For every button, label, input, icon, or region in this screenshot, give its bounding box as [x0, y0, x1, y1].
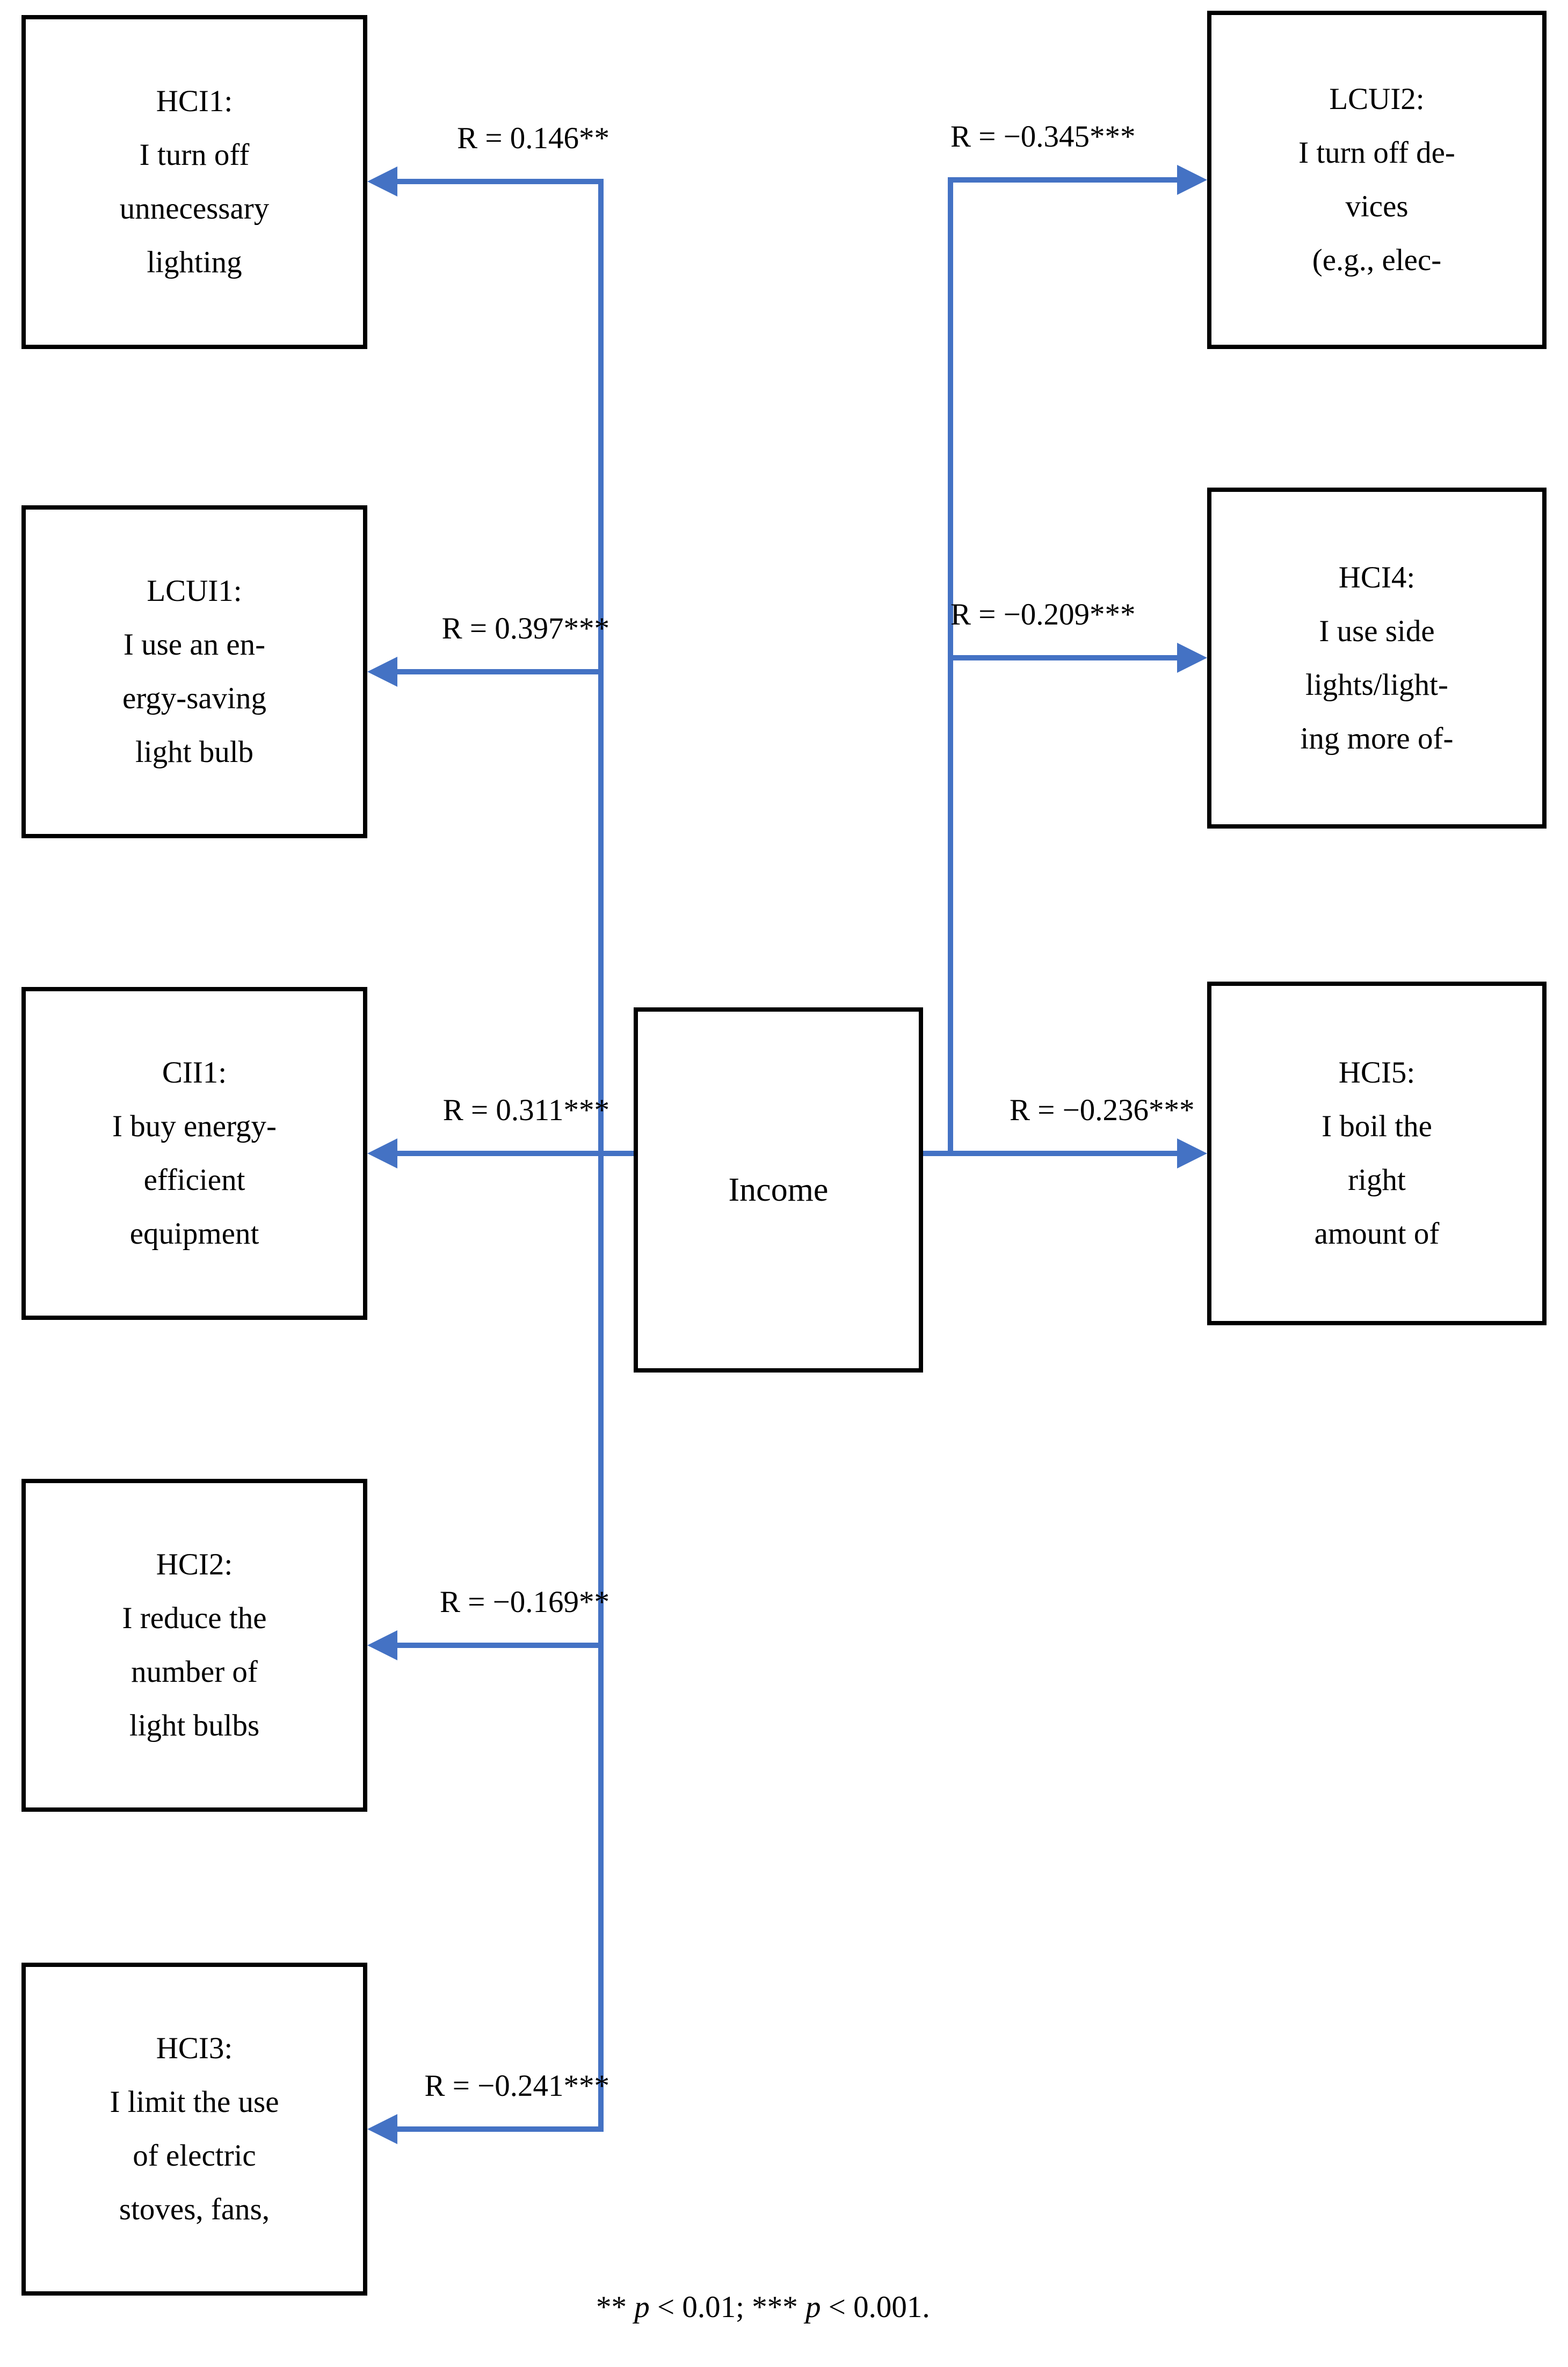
node-text-line: LCUI1:: [147, 574, 242, 608]
node-hci2: HCI2: I reduce the number of light bulbs: [21, 1479, 367, 1812]
node-text-line: HCI1:: [156, 84, 233, 118]
r-label-hci2: R = −0.169**: [439, 1585, 609, 1619]
node-hci1: HCI1: I turn off unnecessary lighting: [21, 15, 367, 349]
footnote-stars: **: [596, 2290, 635, 2324]
edge-hci1-line: [397, 179, 604, 184]
node-income: Income: [634, 1007, 923, 1373]
edge-hci5-line: [923, 1151, 1178, 1156]
node-text-line: (e.g., elec-: [1312, 243, 1442, 277]
node-lcui2: LCUI2: I turn off de- vices (e.g., elec-: [1207, 11, 1547, 349]
node-text-line: lighting: [147, 245, 242, 279]
r-label-hci1: R = 0.146**: [457, 121, 609, 155]
node-text-line: I use side: [1319, 614, 1435, 648]
footnote-p-symbol: p: [805, 2290, 821, 2324]
node-text-line: vices: [1345, 190, 1409, 223]
node-text-line: LCUI2:: [1329, 82, 1425, 116]
edge-cii1-arrowhead-icon: [367, 1138, 397, 1168]
r-label-hci4: R = −0.209***: [950, 598, 1136, 631]
node-text-line: HCI3:: [156, 2031, 233, 2065]
edge-hci1-arrowhead-icon: [367, 166, 397, 197]
edge-hci5-arrowhead-icon: [1177, 1138, 1207, 1168]
node-text-line: ing more of-: [1300, 721, 1454, 756]
r-label-hci5: R = −0.236***: [1010, 1093, 1195, 1127]
edge-lcui1-arrowhead-icon: [367, 657, 397, 687]
edge-lcui1-line: [397, 669, 604, 674]
right-trunk-line: [948, 177, 953, 1156]
edge-cii1-line: [397, 1151, 634, 1156]
edge-hci3-line: [397, 2126, 604, 2132]
node-text-line: amount of: [1314, 1217, 1440, 1251]
node-cii1: CII1: I buy energy- efficient equipment: [21, 987, 367, 1320]
significance-footnote: ** p < 0.01; *** p < 0.001.: [596, 2289, 930, 2326]
node-text-line: lights/light-: [1305, 667, 1449, 702]
node-text-line: HCI2:: [156, 1548, 233, 1581]
node-lcui1: LCUI1: I use an en- ergy-saving light bu…: [21, 505, 367, 838]
node-hci3: HCI3: I limit the use of electric stoves…: [21, 1963, 367, 2296]
edge-hci2-line: [397, 1643, 604, 1648]
edge-lcui2-line: [948, 177, 1178, 183]
footnote-text: < 0.01; ***: [649, 2290, 805, 2324]
node-text-line: HCI5:: [1338, 1056, 1415, 1090]
node-text-line: right: [1348, 1163, 1406, 1197]
r-label-cii1: R = 0.311***: [442, 1093, 609, 1127]
r-label-lcui2: R = −0.345***: [950, 120, 1136, 154]
r-label-hci3: R = −0.241***: [424, 2069, 609, 2103]
node-text-line: I turn off: [139, 138, 250, 172]
node-text-line: ergy-saving: [122, 681, 267, 715]
node-text-line: number of: [131, 1655, 258, 1689]
footnote-text: < 0.001.: [821, 2290, 930, 2324]
node-hci4: HCI4: I use side lights/light- ing more …: [1207, 488, 1547, 829]
edge-hci4-line: [948, 655, 1178, 660]
node-text-line: I turn off de-: [1298, 136, 1455, 170]
node-text-line: light bulbs: [129, 1709, 260, 1742]
edge-lcui2-arrowhead-icon: [1177, 165, 1207, 195]
r-label-lcui1: R = 0.397***: [441, 612, 609, 645]
node-text-line: HCI4:: [1338, 560, 1415, 594]
node-text-line: I limit the use: [110, 2085, 279, 2119]
node-text-line: I reduce the: [122, 1601, 267, 1635]
node-hci5: HCI5: I boil the right amount of: [1207, 982, 1547, 1325]
node-text-line: I boil the: [1322, 1109, 1432, 1143]
node-text-line: unnecessary: [119, 192, 270, 226]
edge-hci3-arrowhead-icon: [367, 2114, 397, 2144]
edge-hci4-arrowhead-icon: [1177, 643, 1207, 673]
footnote-p-symbol: p: [634, 2290, 650, 2324]
edge-hci2-arrowhead-icon: [367, 1630, 397, 1660]
node-text-line: CII1:: [162, 1056, 227, 1090]
node-text-line: efficient: [143, 1163, 245, 1197]
node-text-line: I use an en-: [123, 628, 266, 662]
node-text-line: of electric: [133, 2139, 256, 2173]
node-text-line: I buy energy-: [112, 1109, 277, 1143]
node-text-line: light bulb: [135, 735, 254, 769]
node-text-line: equipment: [129, 1217, 259, 1251]
node-text-line: Income: [728, 1172, 829, 1208]
node-text-line: stoves, fans,: [119, 2192, 270, 2226]
